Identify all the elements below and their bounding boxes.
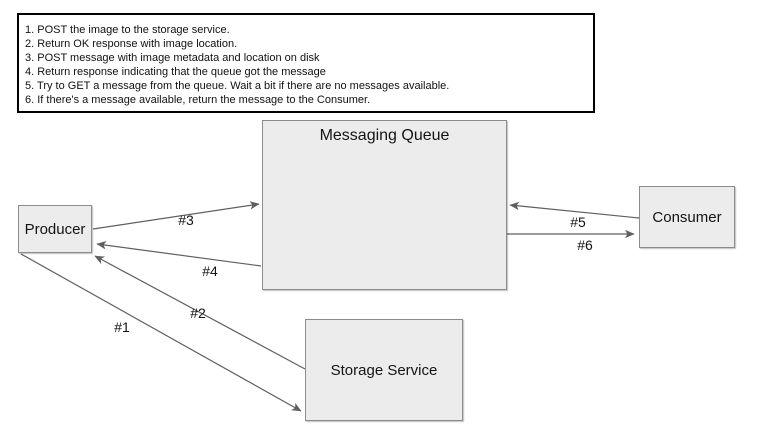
edge-4-arrow: [96, 241, 262, 267]
node-storage-service: Storage Service: [305, 319, 463, 421]
node-producer-label: Producer: [24, 220, 86, 238]
legend-step-4: 4. Return response indicating that the q…: [25, 66, 326, 78]
node-producer: Producer: [18, 205, 92, 253]
node-messaging-queue: Messaging Queue: [262, 120, 507, 290]
edge-label-5: #5: [570, 214, 586, 230]
edge-label-6: #6: [577, 237, 593, 253]
edge-label-3: #3: [178, 212, 194, 228]
edge-label-2: #2: [190, 305, 206, 321]
edge-label-1: #1: [114, 319, 130, 335]
node-storage-service-label: Storage Service: [330, 361, 438, 379]
legend-step-1: 1. POST the image to the storage service…: [25, 24, 230, 36]
legend-step-3: 3. POST message with image metadata and …: [25, 52, 320, 64]
edge-label-4: #4: [202, 263, 218, 279]
edge-1-arrow: [20, 253, 302, 412]
legend-box: 1. POST the image to the storage service…: [17, 13, 595, 113]
legend-step-6: 6. If there's a message available, retur…: [25, 94, 371, 106]
legend-step-2: 2. Return OK response with image locatio…: [25, 38, 238, 50]
edge-3-arrow: [92, 201, 260, 230]
node-consumer-label: Consumer: [652, 208, 722, 226]
node-consumer: Consumer: [639, 186, 735, 248]
node-messaging-queue-label: Messaging Queue: [319, 127, 450, 144]
legend-step-5: 5. Try to GET a message from the queue. …: [25, 80, 450, 92]
